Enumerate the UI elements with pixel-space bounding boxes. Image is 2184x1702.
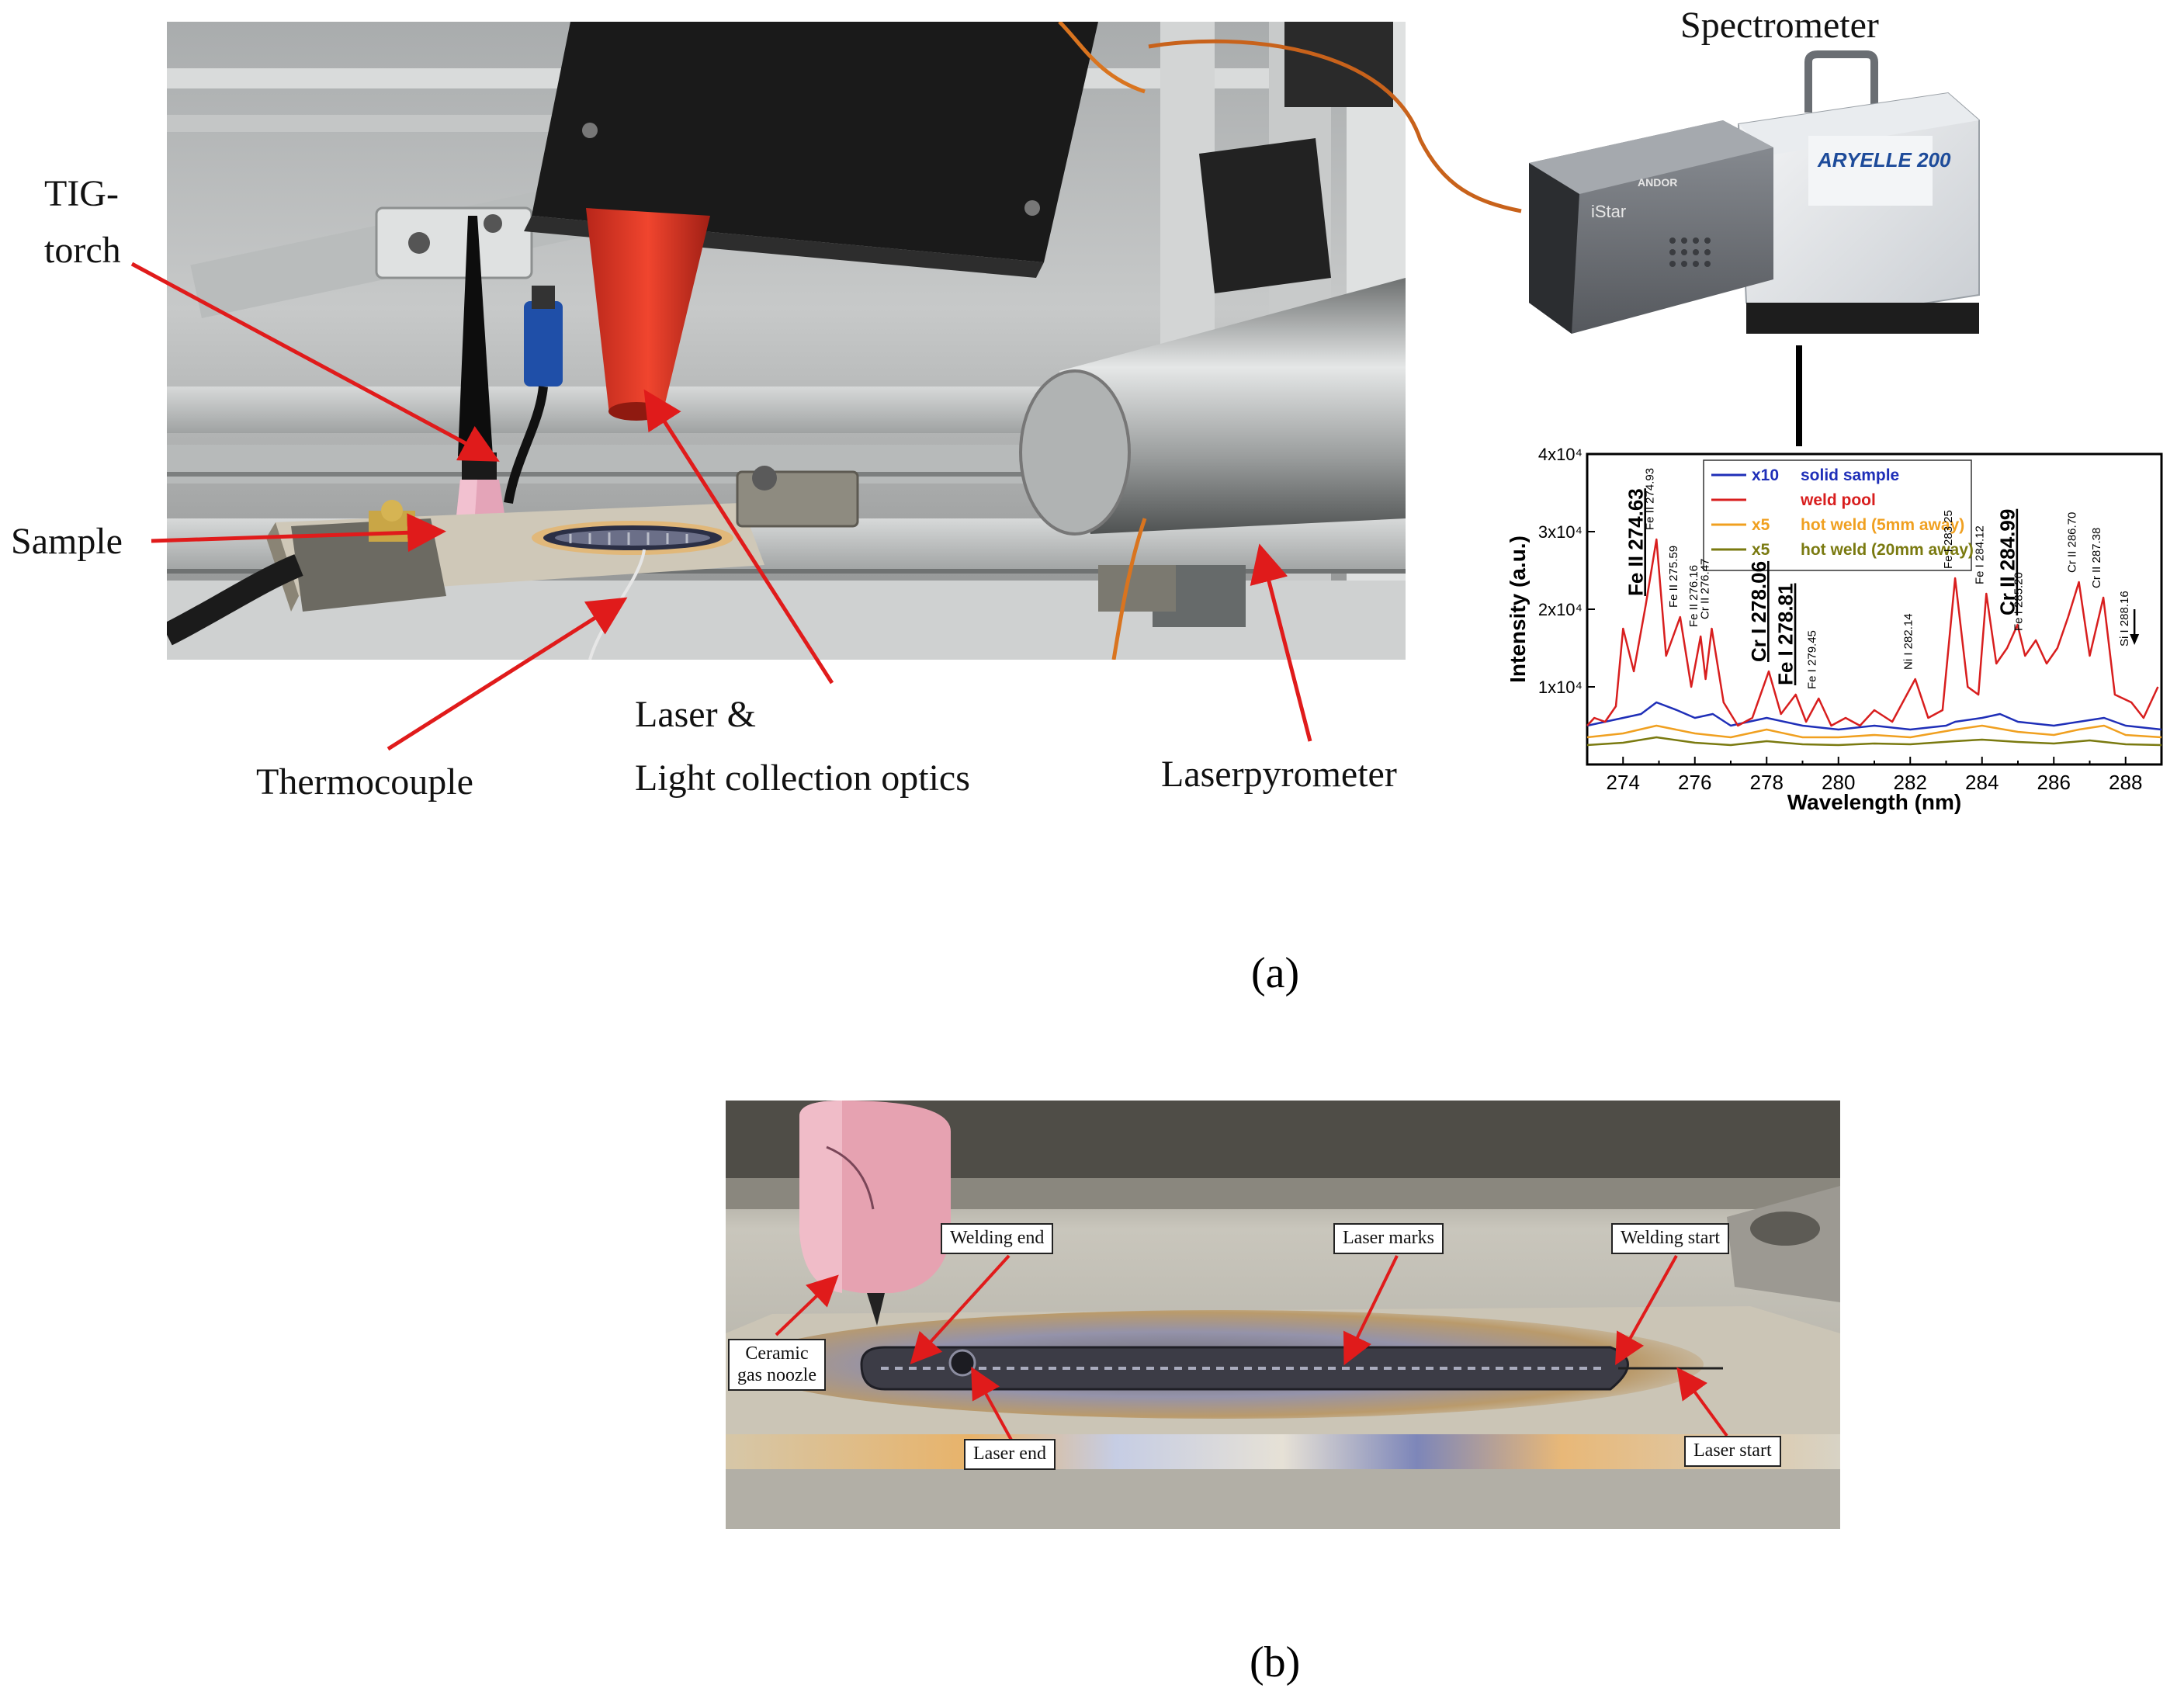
y-axis-label: Intensity (a.u.) (1506, 536, 1530, 683)
welding-start-callout: Welding start (1611, 1223, 1730, 1254)
spectrometer-device: ARYELLE 200 iStar ANDOR (1529, 50, 1980, 334)
panel-a-arrows (130, 39, 1802, 751)
laser-marks-callout: Laser marks (1333, 1223, 1444, 1254)
laser-marks-arrow (1343, 1255, 1399, 1366)
thermocouple-arrow (387, 597, 628, 751)
y-tick-label: 3x10⁴ (1538, 522, 1583, 542)
x-axis-label: Wavelength (nm) (1787, 790, 1962, 814)
laser-end-arrow (971, 1366, 1018, 1451)
laserpyrometer-label: Laserpyrometer (1161, 754, 1397, 795)
laser-start-arrow (1676, 1367, 1728, 1437)
laserpyrometer-arrow (1250, 543, 1312, 742)
legend-entry: hot weld (5mm away) (1801, 516, 1964, 534)
spectrometer-brand: ARYELLE 200 (1817, 148, 1951, 172)
laser-optics-label-line1: Laser & (635, 694, 756, 735)
panel-a-label: (a) (1251, 949, 1300, 997)
peak-annotation: Fe I 283.25 (1942, 510, 1955, 569)
spectrometer-title: Spectrometer (1680, 5, 1879, 46)
peak-annotation: Si I 288.16 (2118, 591, 2131, 646)
x-tick-label: 288 (2109, 771, 2142, 794)
fiber-cable (1148, 39, 1522, 213)
legend-factor: x10 (1752, 466, 1779, 484)
peak-annotation: Ni I 282.14 (1902, 613, 1915, 670)
series-line-3 (1586, 736, 2162, 747)
x-tick-label: 278 (1750, 771, 1784, 794)
series-line-0 (1586, 701, 2162, 731)
si-arrow-head (2130, 634, 2140, 645)
sample-label: Sample (11, 521, 123, 562)
welding-end-callout: Welding end (941, 1223, 1054, 1254)
tig-torch-arrow (130, 262, 500, 462)
panel-b-label: (b) (1250, 1638, 1301, 1686)
peak-annotation: Fe I 279.45 (1805, 630, 1818, 689)
legend-factor: x5 (1752, 541, 1770, 559)
peak-annotation: Fe II 276.16 (1687, 565, 1700, 627)
ceramic-nozzle-line1: Ceramic (745, 1343, 809, 1364)
x-tick-label: 276 (1678, 771, 1711, 794)
peak-annotation: Cr II 286.70 (2066, 512, 2079, 573)
camera-brand: ANDOR (1638, 176, 1677, 189)
peak-annotation: Fe II 274.63 (1624, 488, 1647, 596)
peak-annotation: Fe I 278.81 (1774, 583, 1797, 685)
welding-start-arrow (1615, 1255, 1678, 1365)
x-tick-label: 284 (1965, 771, 1999, 794)
tig-torch-label-line2: torch (44, 230, 121, 271)
peak-annotation: Fe II 275.59 (1667, 546, 1680, 608)
peak-annotation: Cr I 278.06 (1747, 561, 1770, 662)
x-tick-label: 282 (1894, 771, 1927, 794)
y-tick-label: 1x10⁴ (1538, 678, 1583, 697)
x-tick-label: 274 (1607, 771, 1640, 794)
x-tick-label: 280 (1822, 771, 1855, 794)
series-line-2 (1586, 724, 2162, 739)
peak-annotation: Fe II 274.93 (1643, 468, 1656, 530)
peak-annotation: Fe I 285.20 (2012, 572, 2025, 631)
legend-box (1703, 459, 1972, 571)
peak-annotation: Cr II 276.47 (1698, 559, 1711, 619)
laser-start-callout: Laser start (1684, 1436, 1781, 1467)
spectrum-chart: 274 276 278 280 282 284 286 288 1x10⁴ 2x10⁴ 3x10⁴ 4… (1506, 445, 2163, 814)
laser-end-callout: Laser end (964, 1439, 1056, 1470)
laser-optics-label-line2: Light collection optics (635, 757, 970, 799)
peak-annotation: Fe I 284.12 (1973, 525, 1986, 584)
legend-entry: weld pool (1800, 491, 1876, 509)
thermocouple-label: Thermocouple (256, 761, 473, 802)
tig-torch-label-line1: TIG- (44, 173, 119, 214)
peak-annotation: Cr II 284.99 (1996, 509, 2019, 615)
series-line-1 (1586, 538, 2159, 727)
legend-entry: solid sample (1801, 466, 1899, 484)
x-tick-label: 286 (2037, 771, 2071, 794)
welding-end-arrow (910, 1254, 1011, 1364)
ceramic-arrow (775, 1274, 839, 1336)
weld-sample-photo (726, 1101, 1840, 1529)
ceramic-nozzle-line2: gas noozle (737, 1364, 816, 1385)
y-tick-label: 4x10⁴ (1538, 445, 1583, 464)
peak-annotation: Cr II 287.38 (2090, 528, 2103, 588)
legend-entry: hot weld (20mm away) (1801, 541, 1974, 559)
legend-factor: x5 (1752, 516, 1770, 534)
laser-optics-arrow (643, 389, 834, 685)
y-tick-label: 2x10⁴ (1538, 600, 1583, 619)
camera-label: iStar (1591, 202, 1626, 221)
ceramic-nozzle-callout: Ceramic gas noozle (728, 1339, 826, 1392)
sample-arrow (151, 513, 446, 553)
